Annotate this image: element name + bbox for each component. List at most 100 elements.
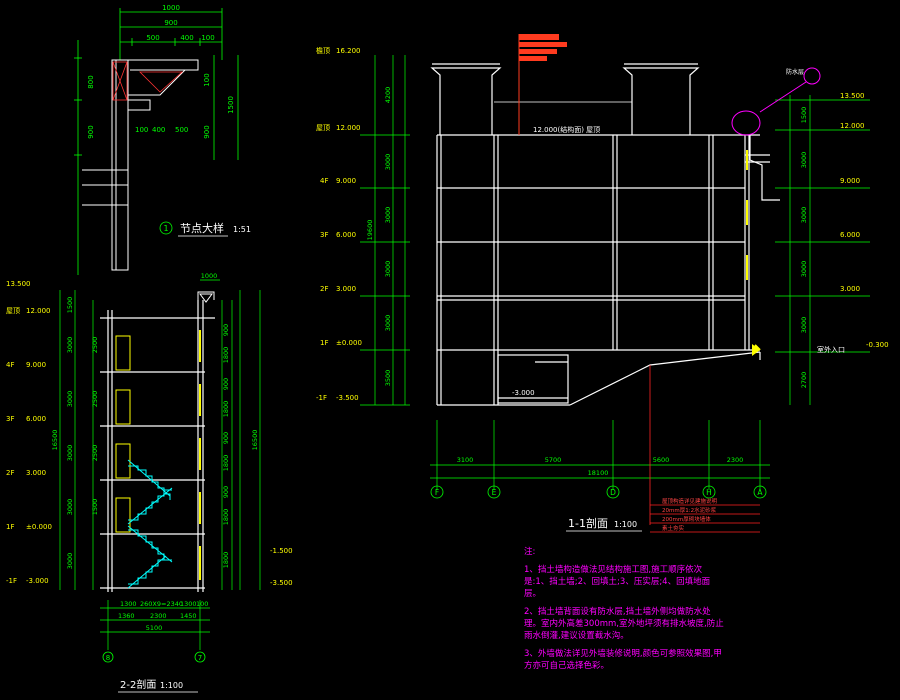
s1-total-dim: 18100	[588, 469, 609, 477]
s1-left-dim: 3000	[384, 154, 392, 171]
s2-bottom-dim: 100	[196, 600, 208, 608]
s1-right-elev: 3.000	[840, 285, 860, 293]
s2-left-dim: 3000	[66, 391, 74, 408]
s2-bottom-dim: 1300	[180, 600, 197, 608]
detail-view: 1000 900 500 400 100 800 900 100 900 150…	[74, 4, 251, 275]
s2-left-dim: 3000	[66, 445, 74, 462]
s1-axis-label: A	[757, 488, 763, 497]
callout-line: 200mm厚砌块墙体	[662, 515, 711, 523]
s2-bottom-dim: 1450	[180, 612, 197, 620]
s1-level-name: -1F	[316, 394, 327, 402]
s1-left-dim: 3000	[384, 315, 392, 332]
s1-left-dim: 3000	[384, 207, 392, 224]
s1-level-elev: 9.000	[336, 177, 356, 185]
detail-title: 节点大样	[180, 221, 224, 235]
s2-level-elev: -3.000	[26, 577, 49, 585]
s1-level-elev: 3.000	[336, 285, 356, 293]
s2-door-dim: 2500	[91, 337, 99, 354]
detail-dim-100: 100	[201, 34, 214, 42]
s2-window-dim: 900	[222, 486, 230, 498]
s2-right-elev: -3.500	[270, 579, 293, 587]
s1-axis-label: F	[435, 488, 439, 497]
s2-window-dim: 1800	[222, 455, 230, 472]
s2-window-dim: 900	[222, 432, 230, 444]
s2-door-dim: 1500	[91, 499, 99, 516]
note-item: 2、挡土墙背面设有防水层,挡土墙外侧均做防水处理。室内外高差300mm,室外地坪…	[524, 607, 724, 641]
s1-right-elev: 6.000	[840, 231, 860, 239]
s1-level-name: 3F	[320, 231, 328, 239]
s2-level-elev: 6.000	[26, 415, 46, 423]
callout-line: 素土夯实	[662, 524, 685, 532]
detail-side-dim: 100	[203, 73, 211, 86]
callout-line: 20mm厚1:2水泥砂浆	[662, 506, 717, 514]
s1-right-dim: 1500	[800, 107, 808, 124]
s1-axis-label: D	[610, 488, 616, 497]
s1-level-elev: 12.000	[336, 124, 361, 132]
s2-right-total: 16500	[251, 430, 259, 451]
s2-level-labels: 屋顶 12.000 4F 9.000 3F 6.000 2F 3.000 1F …	[6, 307, 52, 585]
s2-right-elev: -1.500	[270, 547, 293, 555]
s1-right-elev: -0.300	[866, 341, 889, 349]
s1-right-elev: 12.000	[840, 122, 865, 130]
s2-level-elev: 3.000	[26, 469, 46, 477]
s1-bottom-dim: 2300	[727, 456, 744, 464]
s2-total-dim: 5100	[146, 624, 163, 632]
s2-bottom-dim: 1360	[118, 612, 135, 620]
detail-inner-dim: 500	[175, 126, 188, 134]
s1-level-elev: ±0.000	[336, 339, 362, 347]
s2-level-name: 1F	[6, 523, 14, 531]
s1-level-elev: 16.200	[336, 47, 361, 55]
s2-door-dim: 2500	[91, 445, 99, 462]
detail-dim-900: 900	[164, 19, 177, 27]
s2-total-height: 16500	[51, 430, 59, 451]
roof-label: 12.000(结构面) 屋顶	[533, 125, 600, 134]
detail-side-dim: 900	[203, 125, 211, 138]
s1-left-dim: 4200	[384, 87, 392, 104]
section-1-1: 屋顶构造详见建施说明 20mm厚1:2水泥砂浆 200mm厚砌块墙体 素土夯实 …	[316, 34, 889, 533]
s1-bottom-dim: 3100	[457, 456, 474, 464]
design-notes: 注: 1、挡土墙构造做法见结构施工图,施工顺序依次是:1、挡土墙;2、回填土;3…	[524, 546, 724, 678]
s2-window-dim: 1800	[222, 552, 230, 569]
s1-title: 1-1剖面	[568, 516, 608, 530]
detail-dim-400: 400	[180, 34, 193, 42]
s2-window-dim: 1800	[222, 401, 230, 418]
s1-right-dim: 3000	[800, 207, 808, 224]
detail-number: 1	[163, 224, 168, 233]
section-2-2: 13.500 屋顶 12.000 4F 9.000 3F 6.000 2F 3.…	[6, 272, 293, 693]
s2-axis-label: 7	[198, 654, 202, 662]
s1-bottom-dim: 5700	[545, 456, 562, 464]
s2-title: 2-2剖面	[120, 678, 156, 691]
s2-axis-label: 8	[106, 654, 110, 662]
s2-window-dim: 900	[222, 324, 230, 336]
s1-scale: 1:100	[614, 520, 637, 529]
s2-bottom-dim: 2300	[150, 612, 167, 620]
s1-level-elev: 6.000	[336, 231, 356, 239]
s2-window-dim: 1800	[222, 509, 230, 526]
s2-level-elev: 9.000	[26, 361, 46, 369]
s1-left-dim: 3500	[384, 370, 392, 387]
s2-level-name: -1F	[6, 577, 17, 585]
s1-axis-label: E	[492, 488, 497, 497]
s2-level-name: 3F	[6, 415, 14, 423]
s2-left-dim: 3000	[66, 499, 74, 516]
s1-bottom-dim: 5600	[653, 456, 670, 464]
s1-total-height: 19600	[366, 220, 374, 241]
s1-level-name: 檐顶	[316, 46, 330, 55]
s2-bottom-dim: 260X9=2340	[140, 600, 183, 608]
s2-level-name: 2F	[6, 469, 14, 477]
detail-side-dim: 1500	[227, 96, 235, 114]
s2-door-dim: 2500	[91, 391, 99, 408]
basement-label: -3.000	[512, 389, 535, 397]
detail-side-dim: 800	[87, 75, 95, 88]
s2-left-dim: 1500	[66, 297, 74, 314]
detail-side-dim: 900	[87, 125, 95, 138]
detail-inner-dim: 100	[135, 126, 148, 134]
note-item: 1、挡土墙构造做法见结构施工图,施工顺序依次是:1、挡土墙;2、回填土;3、压实…	[524, 565, 711, 599]
s1-left-dim: 3000	[384, 261, 392, 278]
s2-top-dim: 1000	[201, 272, 218, 280]
s1-right-dim: 2700	[800, 372, 808, 389]
roof-hatch	[519, 34, 567, 61]
detail-scale: 1:51	[233, 225, 251, 234]
s1-right-elev: 13.500	[840, 92, 865, 100]
